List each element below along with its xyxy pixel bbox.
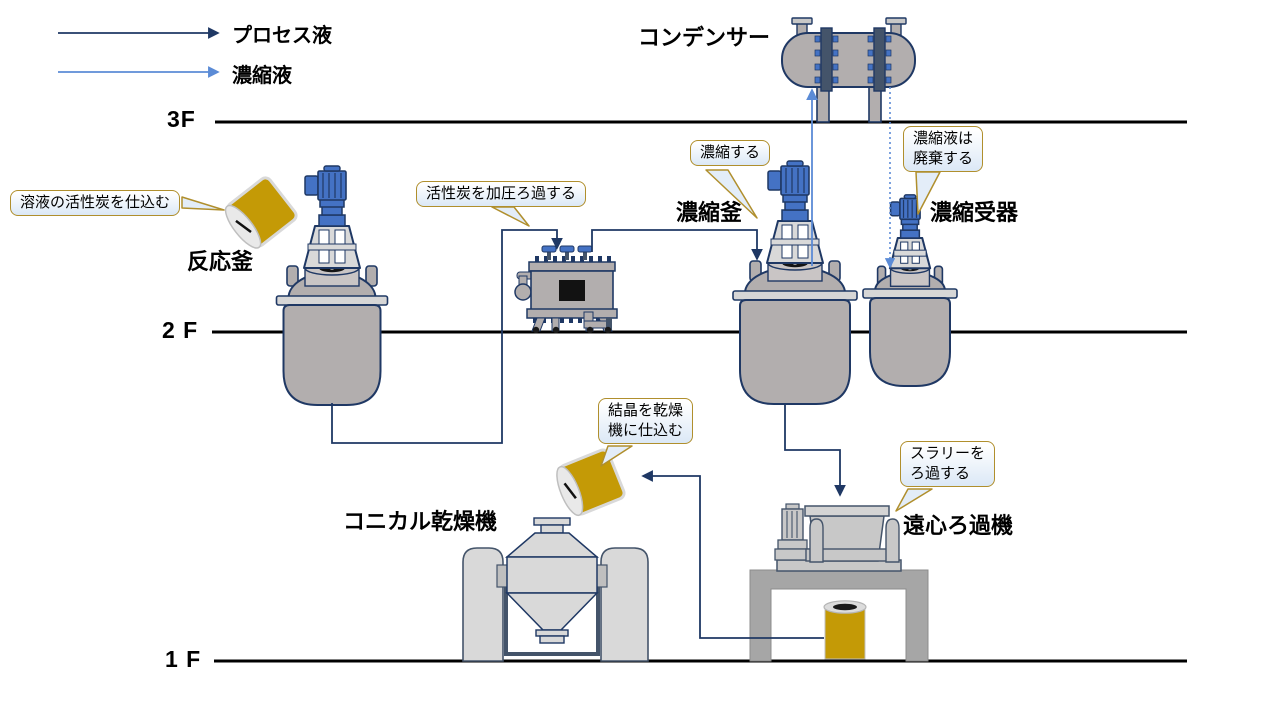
callout-concentrate: 濃縮する: [690, 140, 771, 166]
receiver-vessel-coupling: [899, 229, 921, 239]
receiver-vessel-motor-gearbox: [889, 201, 901, 217]
legend: [58, 27, 220, 78]
receiver-vessel-graphic: [862, 194, 958, 387]
evaporator-vessel-motor-cap: [786, 160, 804, 167]
filter-valve-icon: [577, 245, 593, 253]
callout-filter-slurry: スラリーを ろ過する: [900, 441, 996, 487]
reactor-label: 反応釜: [187, 249, 254, 274]
receiver-vessel-motor-cap: [903, 194, 917, 200]
gold-drum-reactor-charge: [224, 176, 298, 249]
callout-discard-concentrate: 濃縮液は 廃棄する: [903, 126, 984, 172]
evaporator-vessel-graphic: [732, 160, 858, 405]
centrifuge-graphic: [749, 503, 929, 662]
evaporator-vessel-motor-icon: [780, 165, 810, 196]
centrifuge-motor-cap: [785, 503, 800, 510]
line-filter-to-evaporator: [591, 229, 763, 261]
callout-charge-dryer: 結晶を乾燥 機に仕込む: [598, 398, 694, 444]
evaporator-vessel-flange: [732, 290, 858, 301]
floor-label-2f: 2 F: [162, 317, 199, 343]
centrifuge-table: [749, 569, 929, 662]
dryer-top-cone: [504, 532, 600, 558]
reactor-vessel-motor-icon: [317, 170, 347, 201]
callout-text: ろ過する: [910, 464, 971, 482]
receiver-vessel-lantern-crossbar: [893, 249, 927, 257]
dryer-outlet-flange: [535, 629, 569, 637]
filter-sight-glass: [559, 280, 585, 301]
reactor-vessel-coupling: [318, 214, 346, 227]
filter-valve-icon: [541, 245, 557, 253]
legend-concentrate-liquid-label: 濃縮液: [232, 65, 292, 87]
callout-text: 機に仕込む: [608, 421, 684, 439]
dryer-top-cap: [533, 517, 571, 526]
evaporator-vessel-lantern-crossbar: [770, 238, 820, 246]
callout-text: 濃縮する: [700, 144, 761, 161]
reactor-vessel-graphic: [275, 165, 389, 406]
filter-top-flange: [528, 261, 616, 272]
condenser-nozzle-cap: [791, 17, 813, 25]
condenser-nozzle-cap: [885, 17, 907, 25]
reactor-vessel-motor-gearbox: [304, 175, 319, 196]
centrifuge-label: 遠心ろ過機: [903, 513, 1014, 538]
line-evaporator-to-centrifuge: [784, 404, 846, 497]
evaporator-vessel-body: [739, 299, 851, 405]
condenser-flange-band: [820, 27, 833, 92]
dryer-outlet-flange: [539, 635, 565, 644]
conical-dryer-graphic: [462, 517, 649, 662]
pressure-filter-graphic: [514, 245, 618, 334]
reactor-vessel-flange: [275, 295, 389, 306]
floor-label-3f: 3F: [167, 106, 196, 132]
floor-label-1f: 1 F: [165, 646, 202, 672]
filter-drain-pipe: [583, 320, 609, 329]
condenser-shell: [781, 32, 916, 88]
filter-caster-icon: [552, 326, 560, 334]
callout-pressure-filtration: 活性炭を加圧ろ過する: [416, 181, 587, 207]
callout-text: スラリーを: [910, 445, 986, 462]
centrifuge-post: [885, 518, 900, 563]
centrifuge-post: [809, 518, 824, 563]
flow-lines: [331, 87, 896, 639]
callout-text: 溶液の活性炭を仕込む: [20, 194, 171, 211]
reactor-vessel-lantern-crossbar: [307, 243, 357, 251]
dryer-pillar-left: [462, 547, 504, 662]
callout-text: 濃縮液は: [913, 130, 974, 147]
filter-caster-icon: [586, 326, 594, 334]
receiver-vessel-flange: [862, 288, 958, 299]
dryer-center-band: [506, 556, 598, 594]
condenser-label: コンデンサー: [638, 25, 771, 50]
reactor-vessel-motor-cap: [323, 165, 341, 172]
evaporator-vessel-coupling: [781, 209, 809, 222]
filter-caster-icon: [604, 326, 612, 334]
filter-side-ball: [514, 283, 532, 301]
callout-charge-carbon: 溶液の活性炭を仕込む: [10, 190, 181, 216]
receiver-vessel-body: [869, 297, 951, 387]
filter-caster-icon: [532, 326, 540, 334]
reactor-vessel-body: [282, 304, 382, 406]
dryer-top-neck: [540, 524, 564, 534]
evaporator-vessel-motor-gearbox: [767, 170, 782, 191]
legend-process-liquid-label: プロセス液: [232, 25, 332, 47]
centrifuge-lid: [804, 505, 890, 517]
filter-valve-icon: [559, 245, 575, 253]
callout-tails: [181, 169, 941, 512]
callout-text: 結晶を乾燥: [608, 402, 684, 419]
dryer-pillar-right: [600, 547, 649, 662]
dryer-bottom-cone: [505, 592, 599, 631]
line-drum-to-dryer-charge: [641, 470, 824, 639]
receiver-label: 濃縮受器: [930, 200, 1019, 225]
line-reactor-to-filter: [331, 229, 563, 444]
callout-text: 廃棄する: [913, 149, 974, 167]
gold-drum-under-table: [824, 606, 866, 660]
dryer-frame: [504, 580, 600, 656]
filter-bottom-flange: [526, 308, 618, 319]
conical-dryer-label: コニカル乾燥機: [343, 509, 498, 534]
callout-text: 活性炭を加圧ろ過する: [426, 185, 577, 202]
drum-opening: [833, 603, 857, 611]
gold-drum-dryer-charge: [556, 448, 626, 517]
evaporator-label: 濃縮釜: [676, 200, 743, 225]
condenser-flange-band: [873, 27, 886, 92]
condenser-graphic: [781, 17, 916, 123]
